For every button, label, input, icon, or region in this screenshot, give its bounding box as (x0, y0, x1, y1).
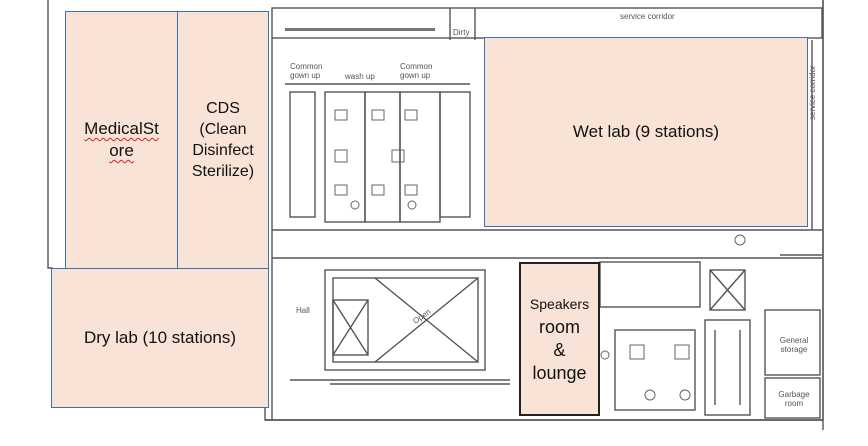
hall-block (324, 269, 486, 371)
open-cross-2 (374, 277, 479, 363)
dry-lab-label: Dry lab (10 stations) (83, 328, 237, 347)
speakers-label-line1: Speakers (529, 296, 590, 312)
speakers-label-line3: & (553, 340, 566, 360)
garbage-room-outline (764, 377, 821, 419)
top-corridor-wall (271, 7, 823, 39)
lift-left (332, 299, 369, 356)
dirty-label: Dirty (453, 28, 470, 37)
wet-lab-room: Wet lab (9 stations) (484, 37, 808, 227)
common-gown-up-right-label: Common gown up (400, 62, 433, 80)
speakers-label-line4: lounge (532, 363, 587, 383)
medical-store-room: MedicalSt ore (65, 11, 178, 269)
general-storage-label: General storage (779, 336, 809, 354)
garbage-room-label: Garbage room (778, 390, 810, 408)
service-corridor-top-label: service corridor (620, 12, 675, 21)
meeting-block (599, 261, 701, 308)
stair-right (704, 319, 751, 416)
gown-left (289, 91, 316, 218)
wc-block-c (399, 91, 441, 223)
cds-label-line2: (Clean (199, 121, 247, 138)
wc-core (614, 329, 696, 411)
speakers-room-lounge: Speakers room & lounge (519, 262, 600, 416)
dry-lab-room: Dry lab (10 stations) (51, 268, 269, 408)
cds-room: CDS (Clean Disinfect Sterilize) (177, 11, 269, 269)
common-gown-up-left-label: Common gown up (290, 62, 323, 80)
service-corridor-side-label: service corridor (808, 65, 817, 120)
lift-right (709, 269, 746, 311)
hall-label: Hall (296, 306, 310, 315)
general-storage-room (764, 309, 821, 376)
wet-lab-label: Wet lab (9 stations) (572, 122, 720, 141)
cds-label-line4: Sterilize) (191, 163, 255, 180)
wash-up-label: wash up (345, 72, 375, 81)
wc-block-b (364, 91, 401, 223)
gown-right (439, 91, 471, 218)
cds-label-line3: Disinfect (192, 142, 254, 159)
cds-label-line1: CDS (206, 100, 240, 117)
medical-store-label-line1: MedicalSt (84, 119, 159, 138)
wc-block-a (324, 91, 366, 223)
speakers-label-line2: room (538, 317, 580, 337)
medical-store-label-line2: ore (109, 141, 134, 160)
